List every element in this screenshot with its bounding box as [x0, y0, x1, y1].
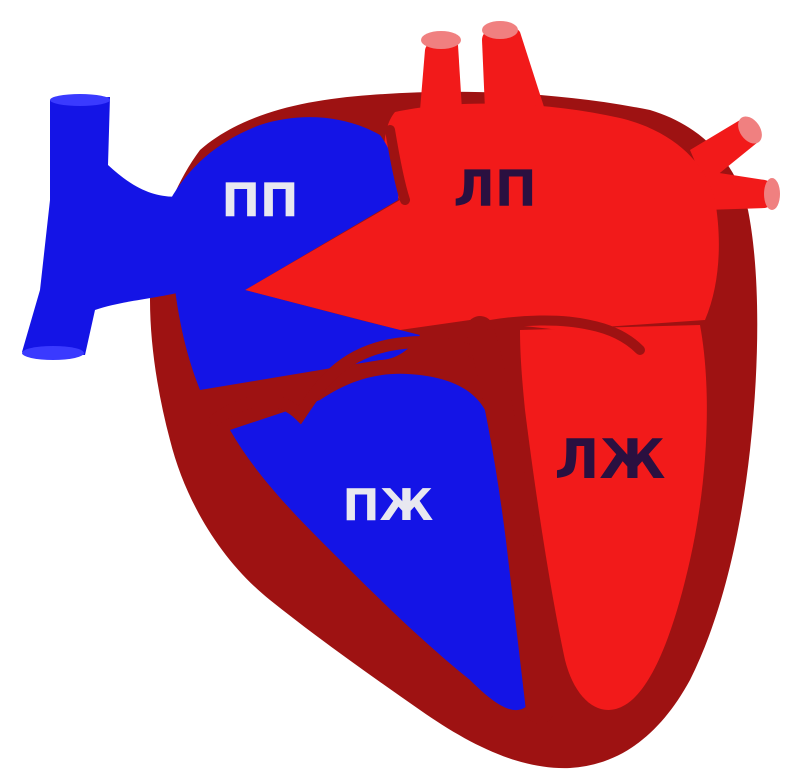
label-right-atrium: ПП [222, 173, 299, 227]
aorta-branch-left-cap [421, 31, 461, 49]
aorta-branch-middle [482, 25, 545, 110]
pulmonary-vein-lower-cap [764, 178, 780, 210]
label-left-ventricle: ЛЖ [555, 428, 666, 491]
vena-cava-top-cap [50, 94, 110, 106]
aorta-branch-middle-cap [482, 21, 518, 39]
vena-cava-bottom-cap [22, 346, 84, 360]
label-right-ventricle: ПЖ [343, 480, 434, 531]
label-left-atrium: ЛП [453, 160, 536, 218]
